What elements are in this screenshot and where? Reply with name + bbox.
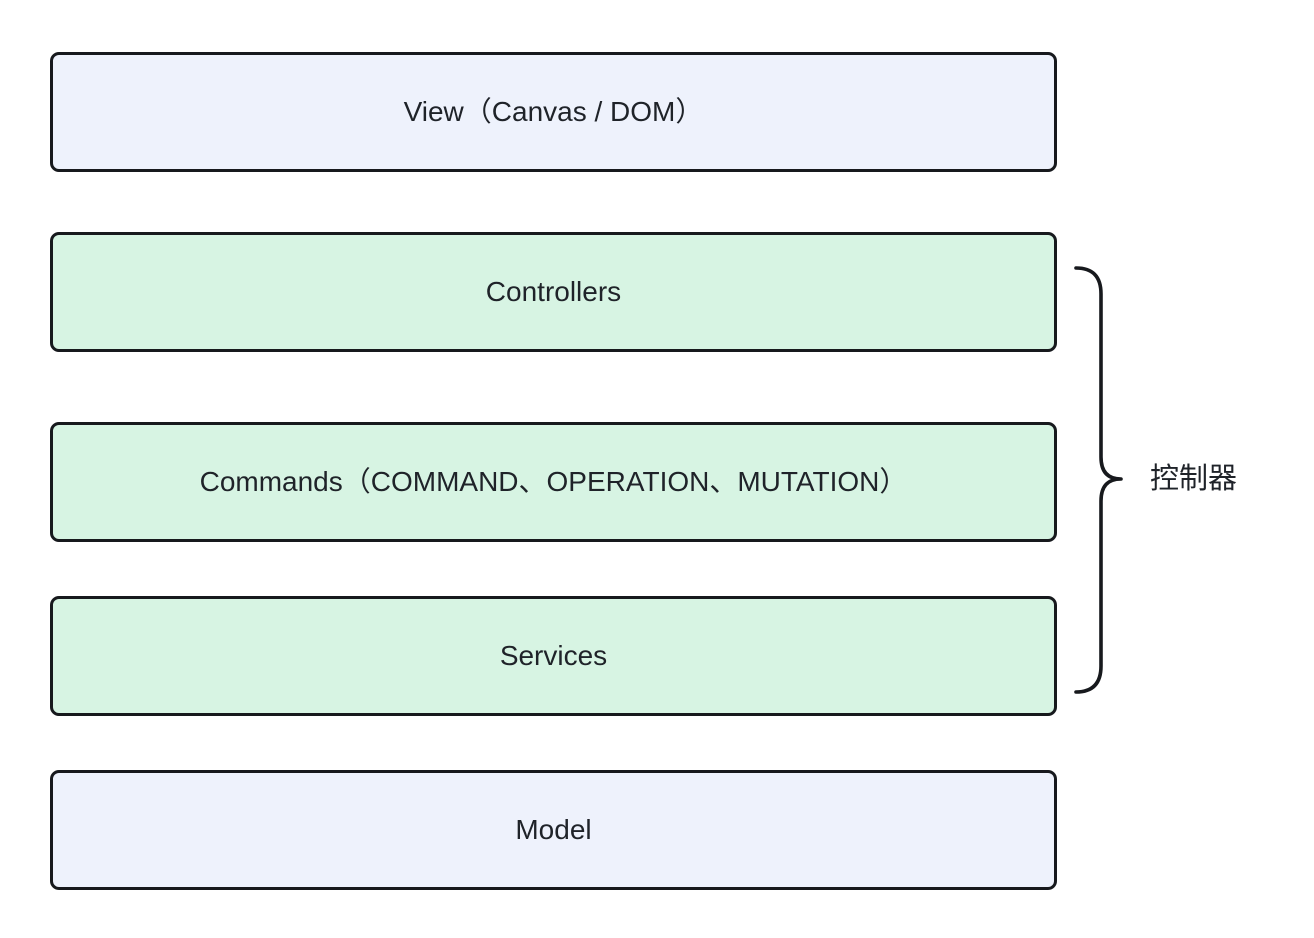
layer-box-model: Model [50,770,1057,890]
layer-box-services: Services [50,596,1057,716]
layer-box-view: View（Canvas / DOM） [50,52,1057,172]
layer-label-controllers: Controllers [485,276,622,308]
layer-label-view: View（Canvas / DOM） [403,96,704,128]
layer-label-commands: Commands（COMMAND、OPERATION、MUTATION） [199,466,908,498]
layer-box-commands: Commands（COMMAND、OPERATION、MUTATION） [50,422,1057,542]
brace-group-label: 控制器 [1150,463,1238,495]
layer-label-model: Model [515,814,592,846]
curly-brace-icon [1074,266,1123,694]
layer-label-services: Services [499,640,608,672]
layer-box-controllers: Controllers [50,232,1057,352]
